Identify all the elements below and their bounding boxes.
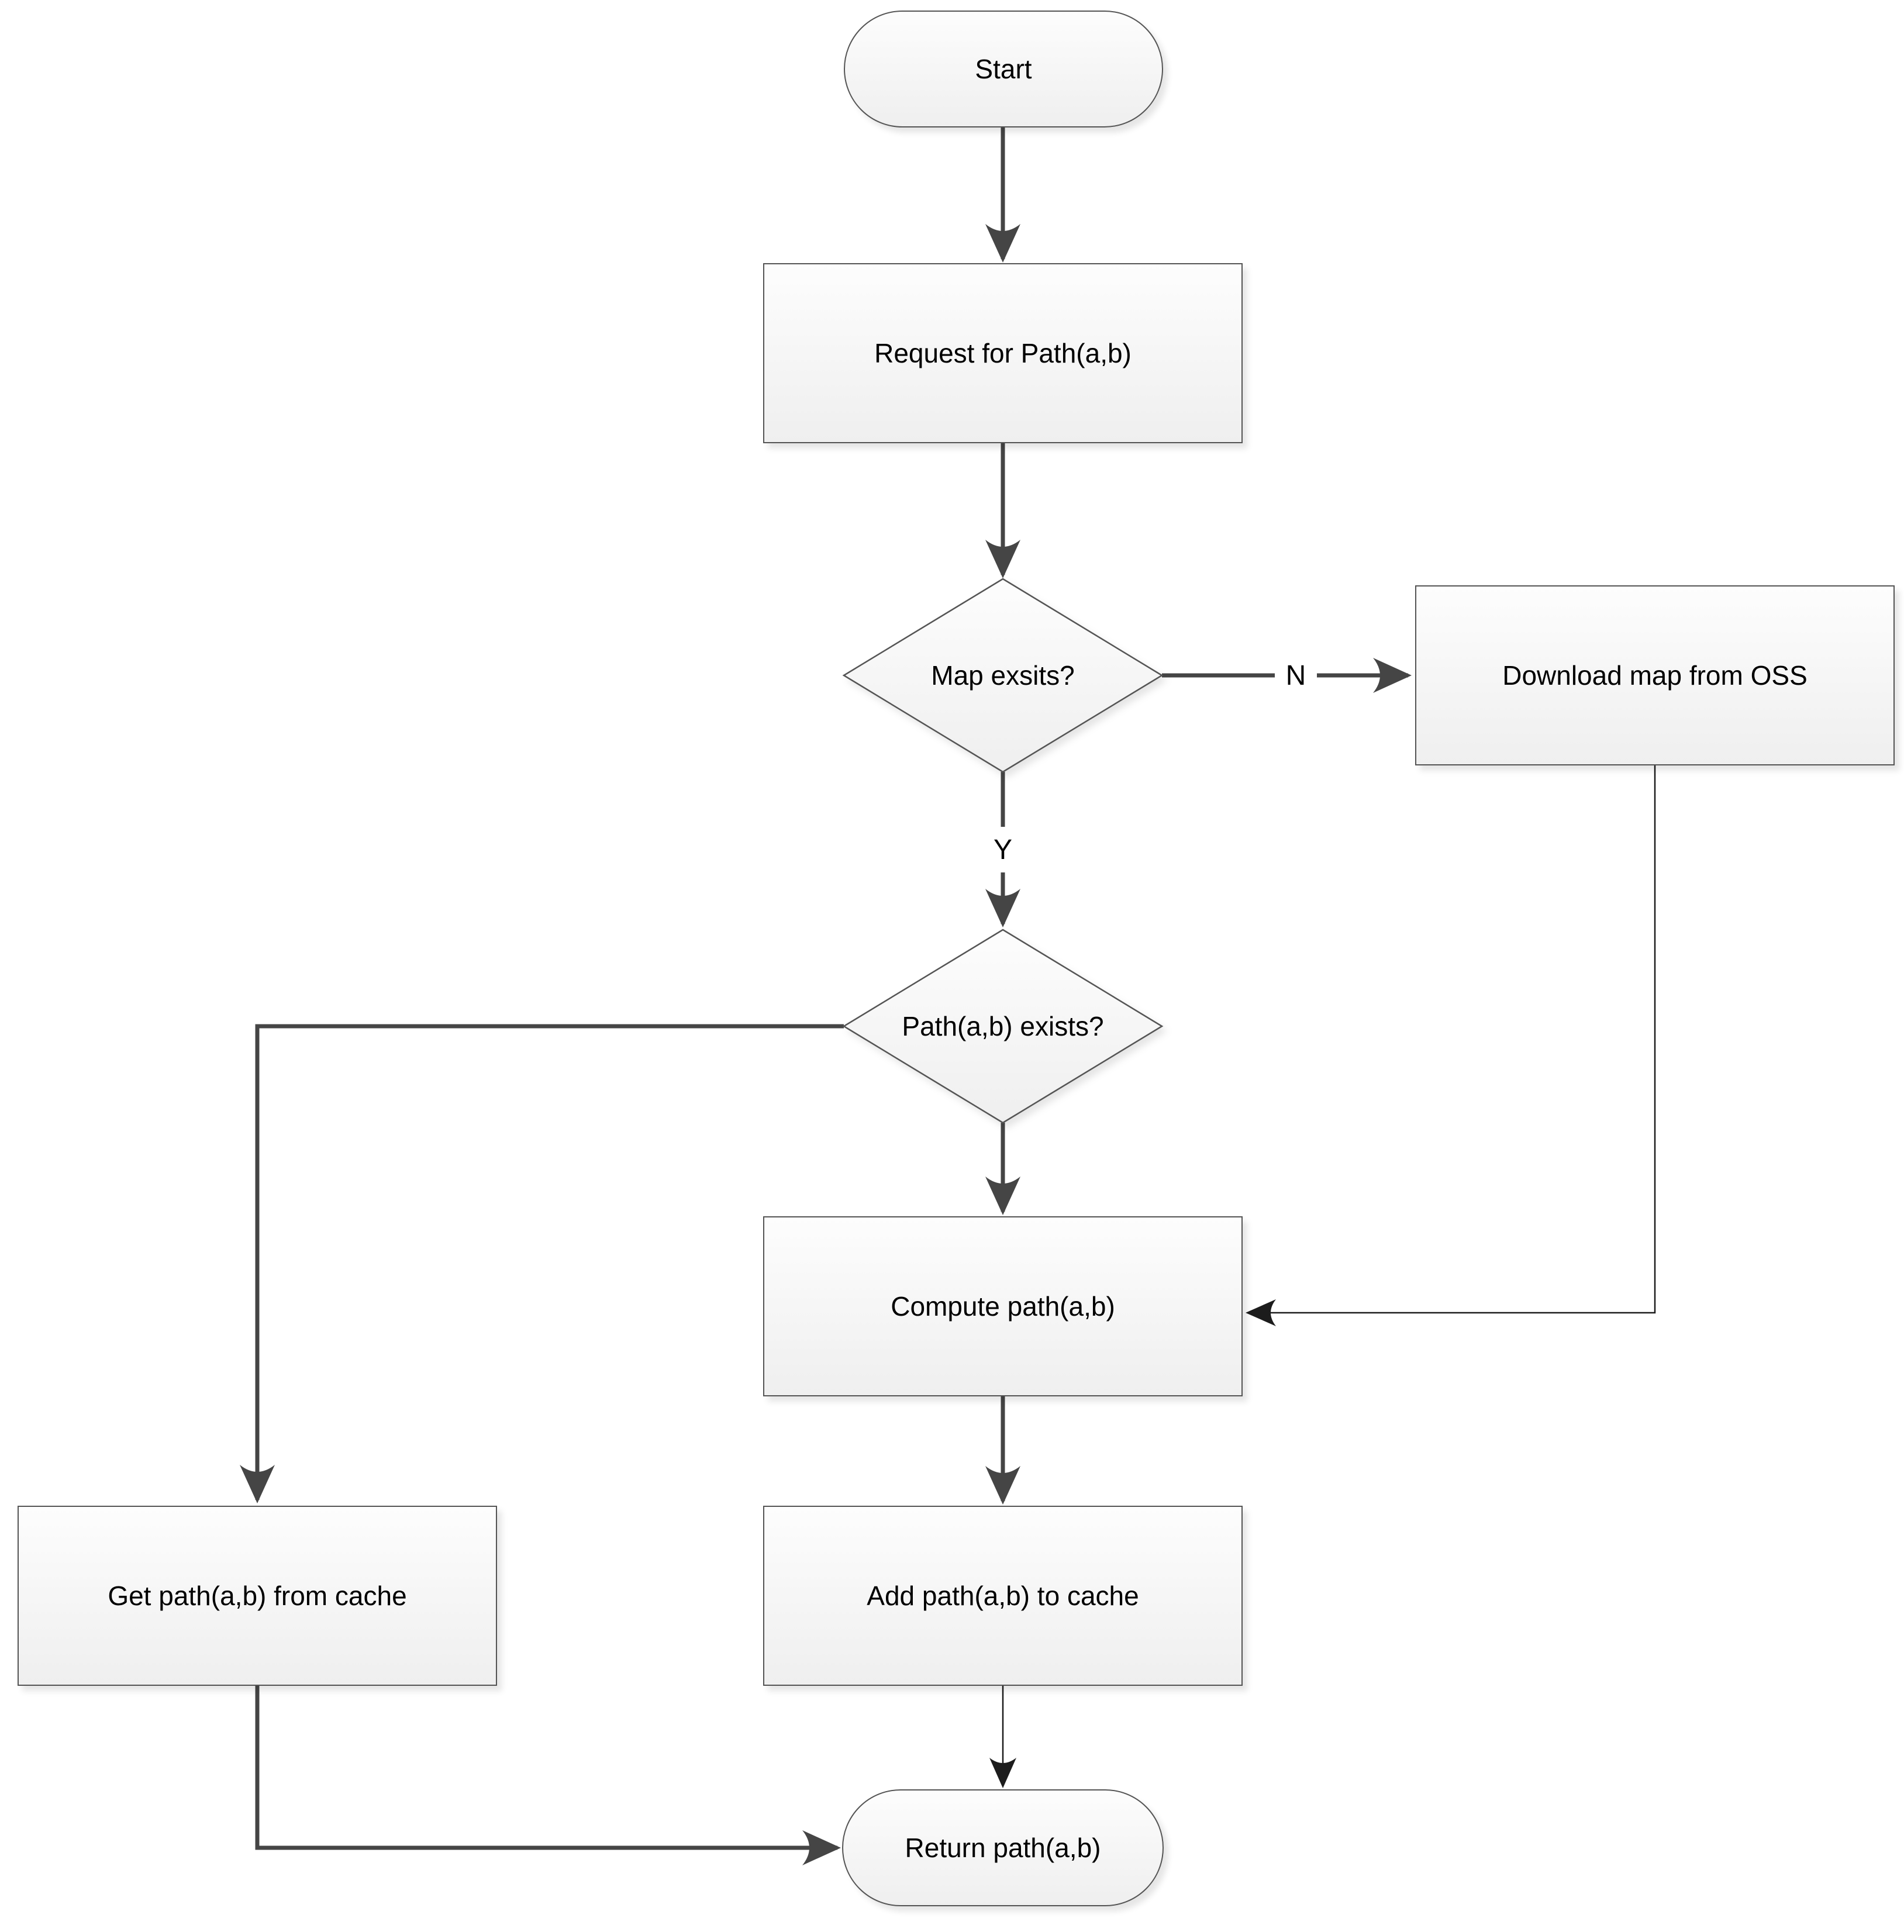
node-map-exists-label: Map exsits? [931,660,1075,691]
node-start-label: Start [975,53,1032,84]
edge-label-yes-text: Y [993,834,1012,865]
node-map-exists-decision [842,578,1164,773]
connector-download-to-compute [1246,765,1656,1326]
edge-label-no: N [1275,653,1317,698]
node-start-terminator: Start [844,11,1163,127]
node-compute-label: Compute path(a,b) [891,1291,1115,1322]
node-return-label: Return path(a,b) [905,1832,1101,1863]
node-compute-process: Compute path(a,b) [763,1216,1243,1396]
node-request-label: Request for Path(a,b) [874,337,1132,368]
diamond-shape [842,929,1164,1124]
diamond-shape [842,578,1164,773]
node-return-terminator: Return path(a,b) [842,1789,1164,1906]
connector-get-to-return [255,1686,841,1865]
node-add-cache-process: Add path(a,b) to cache [763,1506,1243,1686]
node-request-process: Request for Path(a,b) [763,263,1243,443]
edge-label-no-text: N [1285,660,1306,691]
node-map-exists-label-box: Map exsits? [842,577,1164,774]
node-path-exists-decision [842,929,1164,1124]
node-get-cache-label: Get path(a,b) from cache [108,1580,407,1611]
node-add-cache-label: Add path(a,b) to cache [867,1580,1139,1611]
node-path-exists-label: Path(a,b) exists? [902,1010,1104,1041]
node-download-process: Download map from OSS [1415,585,1895,765]
node-get-cache-process: Get path(a,b) from cache [18,1506,497,1686]
node-path-exists-label-box: Path(a,b) exists? [842,928,1164,1124]
connector-path-to-get-cache [240,1024,844,1503]
node-download-label: Download map from OSS [1502,660,1808,691]
edge-label-yes: Y [984,827,1022,872]
